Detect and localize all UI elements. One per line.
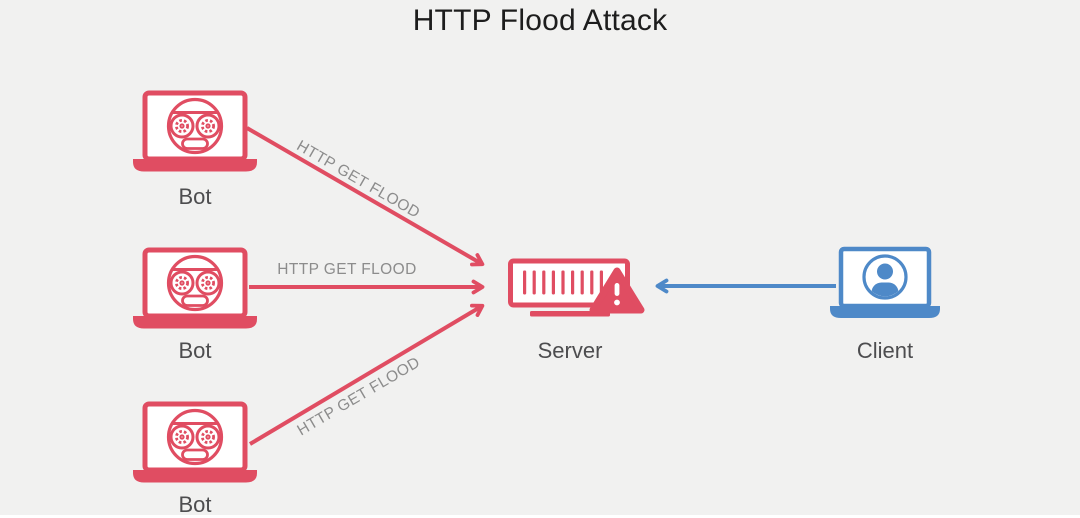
bot1-label: Bot <box>178 184 212 209</box>
arrow-label-http-get-flood-middle: HTTP GET FLOOD <box>277 261 417 278</box>
client-label: Client <box>856 338 914 363</box>
bot-laptop-icon <box>132 247 258 335</box>
bot2-label: Bot <box>178 338 212 363</box>
person-icon <box>862 254 908 300</box>
client-node <box>829 246 941 329</box>
diagram-title: HTTP Flood Attack <box>412 4 668 37</box>
server-warning-icon <box>500 258 650 324</box>
arrow-label-http-get-flood-top: HTTP GET FLOOD <box>293 137 423 222</box>
attack-arrow-bot3-to-server <box>248 303 485 446</box>
client-laptop-icon <box>829 246 941 328</box>
server-node <box>500 255 650 325</box>
arrow-label-http-get-flood-bottom: HTTP GET FLOOD <box>294 353 424 440</box>
bot-laptop-icon <box>132 401 258 489</box>
server-label: Server <box>537 338 603 363</box>
bot3-label: Bot <box>178 492 212 517</box>
bottom-edge-strip <box>0 515 1080 518</box>
bot-laptop-icon <box>132 90 258 178</box>
attack-arrow-bot1-to-server <box>245 126 485 267</box>
bot-node-2 <box>132 247 258 336</box>
bot-node-3 <box>132 401 258 490</box>
server-vent-bars <box>523 270 603 295</box>
bot-node-1 <box>132 90 258 179</box>
warning-triangle-icon <box>589 267 645 314</box>
